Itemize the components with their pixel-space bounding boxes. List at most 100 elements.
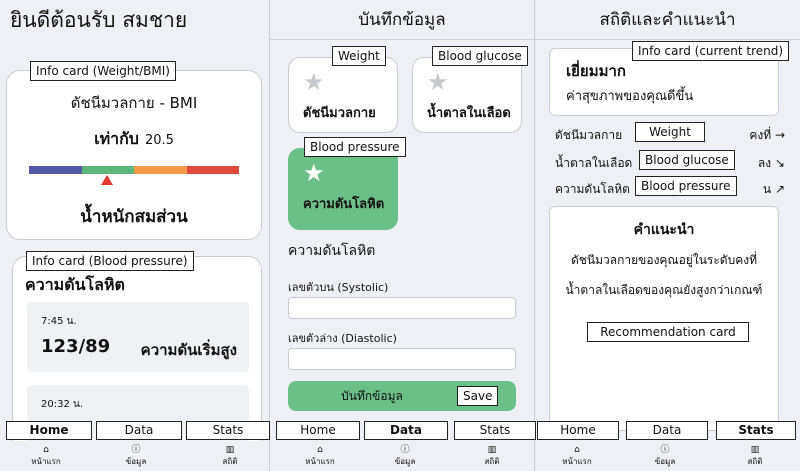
nav-home-label: หน้าแรก	[31, 457, 61, 466]
bottom-nav: ⌂ หน้าแรก ⓘ ข้อมูล ▥ สถิติ	[0, 441, 269, 471]
trend-title: เยี่ยมมาก	[566, 62, 626, 80]
glucose-tile-label: น้ำตาลในเลือด	[427, 106, 511, 121]
rec-line: ดัชนีมวลกายของคุณอยู่ในระดับคงที่	[570, 253, 757, 267]
nav-home-label: หน้าแรก	[305, 457, 335, 466]
rec-line: น้ำตาลในเลือดของคุณยังสูงกว่าเกณฑ์	[565, 283, 763, 297]
systolic-input[interactable]	[288, 297, 516, 319]
bmi-title: ดัชนีมวลกาย - BMI	[70, 94, 198, 112]
weight-tile-label: ดัชนีมวลกาย	[303, 106, 376, 121]
metric-label: น้ำตาลในเลือด	[555, 156, 633, 170]
star-icon: ★	[303, 68, 325, 96]
recommendation-card[interactable]: คำแนะนำ ดัชนีมวลกายของคุณอยู่ในระดับคงที…	[549, 206, 779, 431]
metric-weight-annotation: Weight	[635, 122, 705, 142]
metric-row-bmi: ดัชนีมวลกาย คงที่ →	[555, 124, 785, 144]
metric-label: ดัชนีมวลกาย	[555, 128, 623, 142]
metric-label: ความดันโลหิต	[555, 182, 630, 196]
nav-data[interactable]: ⓘ ข้อมูล	[116, 445, 156, 468]
weight-tile[interactable]: ★ ดัชนีมวลกาย	[288, 57, 398, 133]
home-screen: ยินดีต้อนรับ สมชาย ดัชนีมวลกาย - BMI เท่…	[0, 0, 270, 471]
metric-trend: คงที่ →	[749, 128, 785, 142]
bp-card-title: ความดันโลหิต	[25, 275, 125, 294]
info-icon: ⓘ	[131, 445, 141, 455]
nav-stats[interactable]: ▥ สถิติ	[735, 445, 775, 468]
bmi-scale-bar	[29, 166, 239, 174]
home-icon: ⌂	[317, 445, 323, 455]
metric-glucose-annotation: Blood glucose	[639, 150, 735, 170]
stats-screen: สถิติและคำแนะนำ เยี่ยมมาก ค่าสุขภาพของคุ…	[535, 0, 800, 471]
bmi-info-card[interactable]: ดัชนีมวลกาย - BMI เท่ากับ 20.5 น้ำหนักสมส…	[6, 70, 262, 240]
nav-stats-label: สถิติ	[484, 457, 500, 466]
bp-reading-status: ความดันเริ่มสูง	[140, 341, 237, 359]
metric-bp-annotation: Blood pressure	[635, 176, 737, 196]
nav-data-annotation: Data	[364, 421, 448, 440]
bp-card-annotation: Info card (Blood pressure)	[26, 251, 194, 271]
bmi-equals-label: เท่ากับ	[94, 129, 139, 148]
nav-data-annotation: Data	[626, 421, 708, 440]
nav-home[interactable]: ⌂ หน้าแรก	[557, 445, 597, 468]
nav-data[interactable]: ⓘ ข้อมูล	[385, 445, 425, 468]
bmi-scale-normal	[81, 166, 134, 174]
nav-stats-annotation: Stats	[454, 421, 536, 440]
bp-reading-time: 7:45 น.	[41, 316, 77, 327]
nav-home-annotation: Home	[537, 421, 619, 440]
home-icon: ⌂	[43, 445, 49, 455]
save-button-label: บันทึกข้อมูล	[341, 389, 403, 403]
bmi-scale-overweight	[134, 166, 187, 174]
nav-stats-label: สถิติ	[222, 457, 238, 466]
nav-stats-label: สถิติ	[747, 457, 763, 466]
nav-home-annotation: Home	[276, 421, 360, 440]
diastolic-input[interactable]	[288, 348, 516, 370]
rec-title: คำแนะนำ	[633, 222, 695, 238]
stats-screen-title: สถิติและคำแนะนำ	[535, 0, 800, 40]
nav-home[interactable]: ⌂ หน้าแรก	[26, 445, 66, 468]
bmi-card-annotation: Info card (Weight/BMI)	[30, 61, 176, 81]
rec-card-annotation: Recommendation card	[587, 322, 749, 342]
blood-pressure-tile[interactable]: ★ ความดันโลหิต	[288, 148, 398, 230]
bp-tile-label: ความดันโลหิต	[303, 197, 385, 212]
chart-icon: ▥	[750, 445, 760, 455]
nav-data-label: ข้อมูล	[125, 457, 147, 466]
bmi-value: 20.5	[144, 133, 174, 148]
bp-tile-annotation: Blood pressure	[304, 137, 406, 157]
bmi-status: น้ำหนักสมส่วน	[80, 207, 188, 227]
nav-stats-annotation: Stats	[186, 421, 270, 440]
star-icon: ★	[427, 68, 449, 96]
trend-message: ค่าสุขภาพของคุณดีขึ้น	[566, 89, 694, 104]
chart-icon: ▥	[225, 445, 235, 455]
nav-data-label: ข้อมูล	[654, 457, 676, 466]
nav-stats[interactable]: ▥ สถิติ	[472, 445, 512, 468]
bp-reading-value: 123/89	[41, 336, 111, 357]
nav-home-label: หน้าแรก	[562, 457, 592, 466]
nav-data-label: ข้อมูล	[394, 457, 416, 466]
info-icon: ⓘ	[400, 445, 410, 455]
bp-reading-time: 20:32 น.	[41, 399, 84, 410]
glucose-tile-annotation: Blood glucose	[432, 46, 528, 66]
blood-glucose-tile[interactable]: ★ น้ำตาลในเลือด	[412, 57, 522, 133]
metric-trend: ลง ↘	[757, 156, 785, 170]
bp-form-title: ความดันโลหิต	[288, 243, 376, 259]
metric-row-glucose: น้ำตาลในเลือด ลง ↘	[555, 152, 785, 172]
bmi-value-row: เท่ากับ 20.5	[7, 127, 261, 152]
nav-stats[interactable]: ▥ สถิติ	[210, 445, 250, 468]
greeting-title: ยินดีต้อนรับ สมชาย	[10, 7, 188, 32]
star-icon: ★	[303, 159, 325, 187]
diastolic-label: เลขตัวล่าง (Diastolic)	[288, 332, 397, 345]
bottom-nav: ⌂ หน้าแรก ⓘ ข้อมูล ▥ สถิติ	[270, 441, 534, 471]
nav-stats-annotation: Stats	[716, 421, 796, 440]
nav-data-annotation: Data	[96, 421, 182, 440]
systolic-label: เลขตัวบน (Systolic)	[288, 281, 389, 294]
nav-home[interactable]: ⌂ หน้าแรก	[300, 445, 340, 468]
bmi-scale-underweight	[29, 166, 82, 174]
chart-icon: ▥	[487, 445, 497, 455]
bmi-scale-obese	[186, 166, 239, 174]
metric-row-bp: ความดันโลหิต น ↗	[555, 178, 785, 198]
data-entry-screen: บันทึกข้อมูล ★ ดัชนีมวลกาย Weight ★ น้ำต…	[270, 0, 535, 471]
bp-reading-item[interactable]: 7:45 น. 123/89 ความดันเริ่มสูง	[27, 302, 249, 372]
home-icon: ⌂	[574, 445, 580, 455]
data-screen-title: บันทึกข้อมูล	[270, 0, 534, 40]
nav-home-annotation: Home	[6, 421, 92, 440]
weight-tile-annotation: Weight	[332, 46, 386, 66]
bmi-marker-icon	[101, 175, 113, 185]
